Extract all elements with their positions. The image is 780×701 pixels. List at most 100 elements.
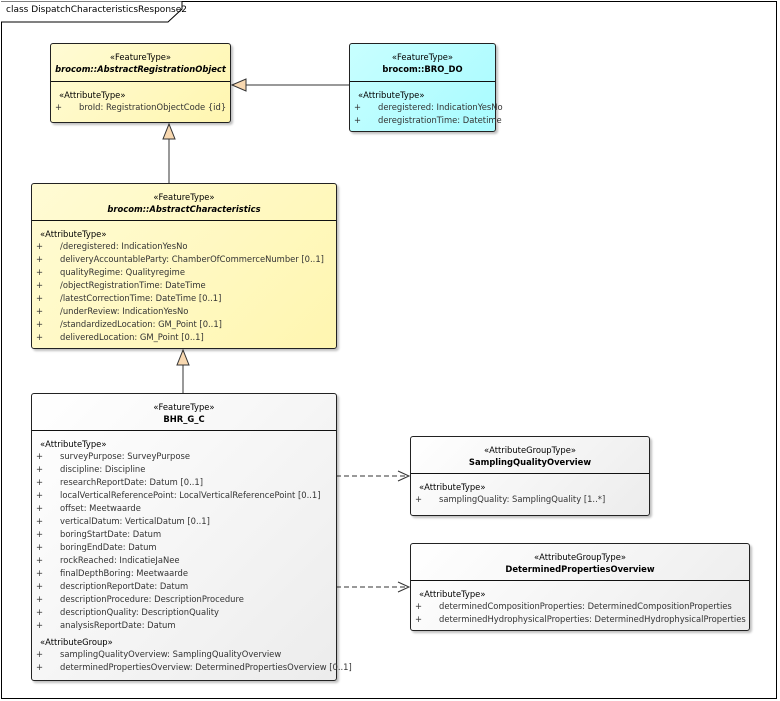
generalization-triangle-icon (176, 348, 190, 366)
attribute-text: broId: RegistrationObjectCode {id} (79, 102, 227, 112)
attribute-row[interactable]: + samplingQualityOverview: SamplingQualit… (36, 648, 336, 661)
attribute-text: discipline: Discipline (60, 464, 146, 474)
attribute-row[interactable]: + verticalDatum: VerticalDatum [0..1] (36, 515, 336, 528)
attribute-row[interactable]: + finalDepthBoring: Meetwaarde (36, 567, 336, 580)
class-bhr[interactable]: «FeatureType»BHR_G_C«AttributeType»+surv… (31, 393, 352, 681)
diagram-title-tab (1, 1, 183, 23)
attribute-text: deliveryAccountableParty: ChamberOfComme… (60, 254, 324, 264)
attribute-text: researchReportDate: Datum [0..1] (60, 477, 204, 487)
public-visibility-icon: + (36, 503, 44, 513)
class-brodo[interactable]: «FeatureType»brocom::BRO_DO«AttributeTyp… (349, 43, 503, 132)
attribute-row[interactable]: +deregistered: IndicationYesNo (354, 101, 503, 114)
attribute-row[interactable]: + descriptionProcedure: DescriptionProced… (36, 593, 336, 606)
attribute-row[interactable]: +deliveryAccountableParty: ChamberOfComm… (36, 253, 336, 266)
attribute-row[interactable]: +descriptionReportDate: Datum (36, 580, 336, 593)
attribute-section-label: «AttributeType» (419, 482, 486, 492)
public-visibility-icon: + (36, 464, 44, 474)
attribute-row[interactable]: +/objectRegistrationTime: DateTime (36, 279, 336, 292)
attribute-row[interactable]: + localVerticalReferencePoint: LocalVerti… (36, 489, 336, 502)
class-header: «FeatureType»brocom::AbstractCharacteris… (32, 184, 336, 221)
class-ac[interactable]: «FeatureType»brocom::AbstractCharacteris… (31, 183, 337, 349)
attribute-text: qualityRegime: Qualityregime (60, 267, 185, 277)
class-attributes: «AttributeType»+samplingQuality: Samplin… (411, 474, 649, 506)
class-dpo[interactable]: «AttributeGroupType» DeterminedProperties… (410, 543, 750, 631)
attribute-row[interactable]: +/latestCorrectionTime: DateTime [0..1] (36, 292, 336, 305)
class-stereotype: «AttributeGroupType» (534, 552, 626, 562)
attribute-row[interactable]: +deliveredLocation: GM_Point [0..1] (36, 331, 336, 344)
attribute-row[interactable]: +analysisReportDate: Datum (36, 619, 336, 632)
class-header: «AttributeGroupType» DeterminedProperties… (411, 544, 749, 581)
attribute-row[interactable]: +/underReview: IndicationYesNo (36, 305, 336, 318)
public-visibility-icon: + (36, 241, 44, 251)
public-visibility-icon: + (55, 102, 63, 112)
attribute-text: boringStartDate: Datum (60, 529, 162, 539)
attribute-text: descriptionQuality: DescriptionQuality (60, 607, 219, 617)
public-visibility-icon: + (36, 293, 44, 303)
public-visibility-icon: + (36, 319, 44, 329)
public-visibility-icon: + (36, 332, 44, 342)
public-visibility-icon: + (36, 529, 44, 539)
class-attributes: «AttributeType»+deregistered: Indication… (350, 82, 503, 127)
attribute-text: /objectRegistrationTime: DateTime (60, 280, 206, 290)
attribute-text: determinedCompositionProperties: Determi… (439, 601, 732, 611)
attribute-row[interactable]: + /deregistered: IndicationYesNo (36, 240, 336, 253)
attribute-section-label: «AttributeGroup» (40, 637, 113, 647)
attribute-section-label: «AttributeType» (358, 90, 425, 100)
attribute-text: deregistered: IndicationYesNo (378, 102, 503, 112)
public-visibility-icon: + (36, 568, 44, 578)
open-arrowhead-icon (397, 470, 411, 482)
public-visibility-icon: + (36, 594, 44, 604)
attribute-row[interactable]: +offset: Meetwaarde (36, 502, 336, 515)
attribute-row[interactable]: +determinedCompositionProperties: Determ… (415, 600, 749, 613)
attribute-row[interactable]: + broId: RegistrationObjectCode {id} (55, 101, 230, 114)
attribute-row[interactable]: + descriptionQuality: DescriptionQuality (36, 606, 336, 619)
class-attributes: «AttributeType»+/deregistered: Indicatio… (32, 221, 336, 344)
attribute-text: samplingQuality: SamplingQuality [1..*] (439, 494, 606, 504)
attribute-row[interactable]: +deregistrationTime: Datetime (354, 114, 502, 127)
public-visibility-icon: + (415, 614, 423, 624)
class-name: DeterminedPropertiesOverview (505, 564, 655, 574)
attribute-text: determinedHydrophysicalProperties: Deter… (439, 614, 746, 624)
attribute-row[interactable]: + boringStartDate: Datum (36, 528, 336, 541)
attribute-row[interactable]: +boringEndDate: Datum (36, 541, 336, 554)
attribute-row[interactable]: +surveyPurpose: SurveyPurpose (36, 450, 336, 463)
public-visibility-icon: + (354, 115, 362, 125)
public-visibility-icon: + (36, 516, 44, 526)
public-visibility-icon: + (36, 490, 44, 500)
attribute-text: rockReached: IndicatieJaNee (60, 555, 180, 565)
public-visibility-icon: + (36, 662, 44, 672)
class-header: «AttributeGroupType»SamplingQualityOverv… (411, 437, 649, 474)
attribute-text: boringEndDate: Datum (60, 542, 157, 552)
class-stereotype: «FeatureType» (391, 52, 454, 62)
class-attributes: «AttributeType»+determinedCompositionPro… (411, 581, 749, 626)
class-name: BHR_G_C (163, 414, 205, 424)
public-visibility-icon: + (36, 267, 44, 277)
attribute-text: verticalDatum: VerticalDatum [0..1] (60, 516, 210, 526)
attribute-row[interactable]: + rockReached: IndicatieJaNee (36, 554, 336, 567)
class-name: brocom::AbstractRegistrationObject (55, 64, 226, 74)
attribute-text: descriptionProcedure: DescriptionProcedu… (60, 594, 244, 604)
attribute-text: /deregistered: IndicationYesNo (60, 241, 188, 251)
attribute-text: samplingQualityOverview: SamplingQuality… (60, 649, 282, 659)
public-visibility-icon: + (36, 607, 44, 617)
attribute-text: localVerticalReferencePoint: LocalVertic… (60, 490, 321, 500)
attribute-row[interactable]: + qualityRegime: Qualityregime (36, 266, 336, 279)
public-visibility-icon: + (36, 649, 44, 659)
public-visibility-icon: + (36, 555, 44, 565)
attribute-section-label: «AttributeType» (419, 589, 486, 599)
attribute-row[interactable]: +samplingQuality: SamplingQuality [1..*] (415, 493, 649, 506)
attribute-row[interactable]: + discipline: Discipline (36, 463, 336, 476)
attribute-row[interactable]: +/standardizedLocation: GM_Point [0..1] (36, 318, 336, 331)
class-sqo[interactable]: «AttributeGroupType»SamplingQualityOverv… (410, 436, 650, 516)
public-visibility-icon: + (36, 451, 44, 461)
attribute-text: determinedPropertiesOverview: Determined… (60, 662, 352, 672)
class-aro[interactable]: «FeatureType»brocom::AbstractRegistratio… (50, 43, 231, 123)
attribute-row[interactable]: +researchReportDate: Datum [0..1] (36, 476, 336, 489)
public-visibility-icon: + (36, 581, 44, 591)
class-name: brocom::BRO_DO (382, 64, 463, 74)
attribute-text: finalDepthBoring: Meetwaarde (60, 568, 188, 578)
attribute-row[interactable]: + determinedPropertiesOverview: Determine… (36, 661, 352, 674)
attribute-row[interactable]: + determinedHydrophysicalProperties: Dete… (415, 613, 749, 626)
